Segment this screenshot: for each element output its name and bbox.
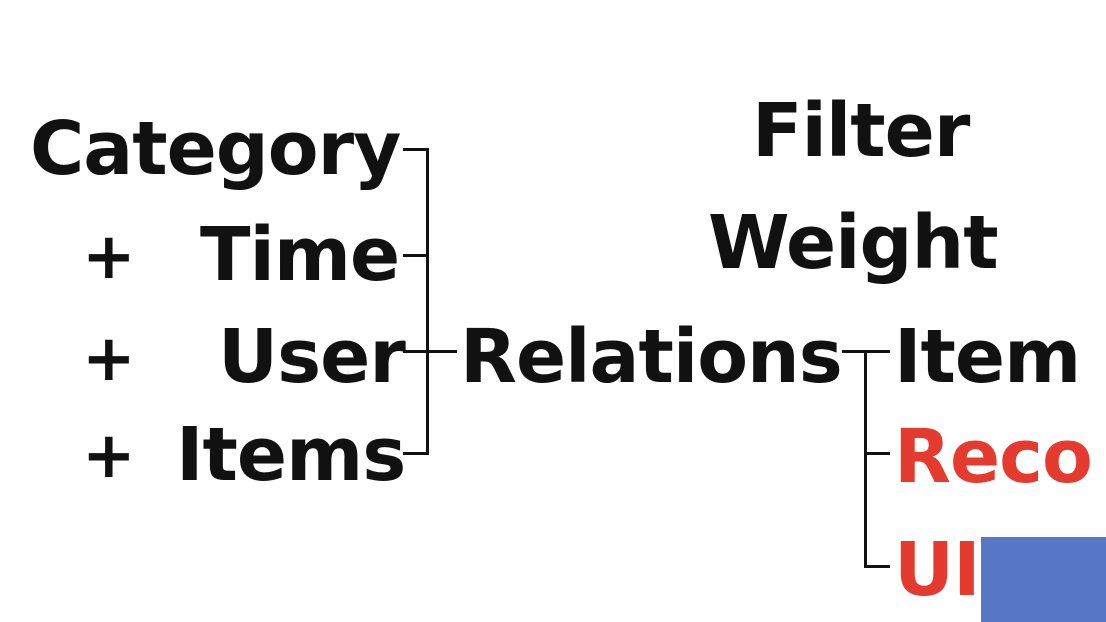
term-time: Time (200, 218, 399, 292)
term-filter: Filter (752, 94, 969, 168)
plus-sign-user: + (82, 327, 136, 391)
left-bracket-tick-user (403, 350, 429, 353)
plus-sign-time: + (82, 225, 136, 289)
term-ui: UI (894, 533, 980, 607)
left-bracket-vertical (426, 148, 429, 454)
term-item: Item (894, 320, 1080, 394)
left-bracket-tick-time (403, 254, 429, 257)
left-bracket-connector (429, 350, 457, 353)
left-bracket-tick-category (403, 148, 429, 151)
term-items: Items (176, 418, 405, 492)
right-bracket-tick-item (864, 350, 890, 353)
right-bracket-tick-ui (864, 565, 890, 568)
term-weight: Weight (708, 206, 998, 280)
right-bracket-vertical (864, 350, 867, 568)
right-bracket-tick-reco (864, 452, 890, 455)
term-relations: Relations (460, 320, 842, 394)
plus-sign-items-visible: + (82, 424, 136, 488)
term-category: Category (30, 112, 400, 186)
term-reco: Reco (894, 420, 1092, 494)
blue-overlay-box (981, 537, 1106, 622)
term-user: User (218, 320, 405, 394)
left-bracket-tick-items (403, 452, 429, 455)
